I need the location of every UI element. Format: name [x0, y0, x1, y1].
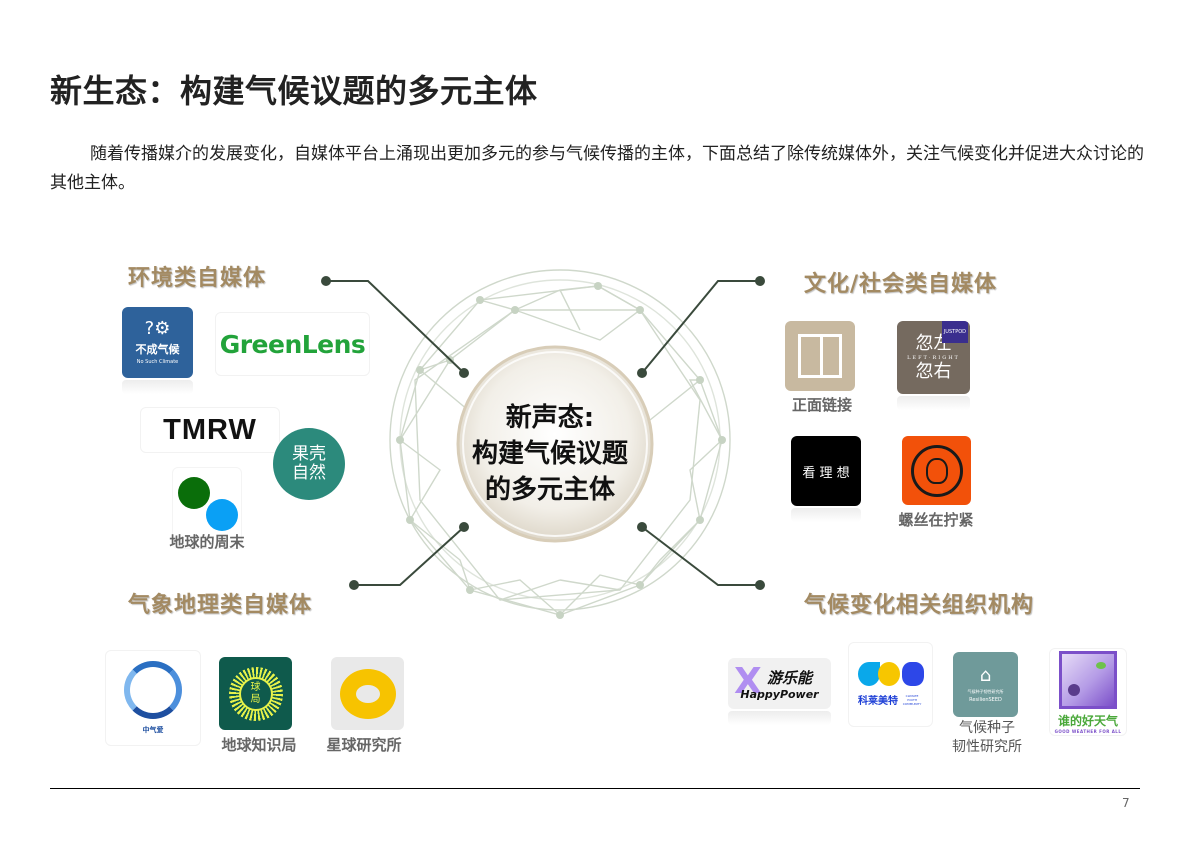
- logo-tmrw-name: TMRW: [163, 413, 257, 446]
- logo-greenlens-name: GreenLens: [219, 329, 366, 359]
- center-title-line1: 新声态:: [505, 403, 595, 433]
- blue-dot-icon: [206, 499, 238, 531]
- logo-earth-weekend-caption: 地球的周末: [169, 533, 245, 551]
- center-title-line3: 的多元主体: [484, 475, 615, 505]
- drop-sun-flower-icon: [857, 662, 924, 686]
- logo-zhong-qi-ai-name: 中气爱: [142, 726, 164, 734]
- sun-icon-text-2: 局: [250, 693, 261, 705]
- gears-icon: ?⚙: [144, 318, 171, 339]
- sun-icon: 球 局: [228, 666, 283, 721]
- portrait-icon: [910, 444, 963, 497]
- yellow-ring-icon: [339, 668, 396, 719]
- footer-divider: [50, 788, 1140, 789]
- logo-happypower-cn: 游乐能: [766, 668, 812, 687]
- sun-icon-text-1: 球: [250, 681, 261, 693]
- logo-luosi-zai-ningjin[interactable]: [902, 436, 971, 505]
- x-mark-icon: X: [734, 661, 762, 702]
- justpod-badge: JUSTPOD: [941, 321, 968, 343]
- logo-hu-zuo-hu-you[interactable]: JUSTPOD 忽左 LEFT·RIGHT 忽右: [897, 321, 970, 394]
- logo-xingqiu-yanjiusuo[interactable]: [331, 657, 404, 730]
- category-climate-organizations-label: 气候变化相关组织机构: [804, 593, 1035, 618]
- logo-resilienseed[interactable]: ⌂ 气候种子韧性研究所 ResilienSEED: [953, 652, 1018, 717]
- logo-guoke-line1: 果壳: [292, 444, 326, 464]
- logo-resilienseed-cn: 气候种子韧性研究所: [967, 688, 1004, 694]
- category-culture-social-label: 文化/社会类自媒体: [804, 272, 998, 297]
- logo-good-weather-cn: 谁的好天气: [1057, 713, 1118, 728]
- logo-resilienseed-caption-1: 气候种子: [959, 720, 1015, 736]
- category-meteorology-geography-label: 气象地理类自媒体: [128, 593, 313, 618]
- logo-resilienseed-caption: 气候种子 韧性研究所: [946, 719, 1028, 757]
- logo-resilienseed-caption-2: 韧性研究所: [952, 739, 1022, 755]
- logo-kan-lixiang[interactable]: 看 理 想: [791, 436, 861, 506]
- cube-icon: [798, 334, 842, 378]
- logo-climate-youth-en: CLIMATE YOUTH COMMUNITY: [902, 693, 922, 706]
- roof-icon: ⌂: [979, 664, 992, 686]
- logo-guoke-ziran[interactable]: 果壳 自然: [273, 428, 345, 500]
- logo-bu-cheng-qi-hou-name: 不成气候: [135, 343, 180, 356]
- logo-diqiu-zhishiju[interactable]: 球 局: [219, 657, 292, 730]
- logo-climate-youth-cn: 科莱美特: [858, 696, 898, 707]
- logo-luosi-caption: 螺丝在拧紧: [898, 511, 974, 529]
- page-number: 7: [1122, 796, 1130, 810]
- logo-huzuo-tagline: LEFT·RIGHT: [907, 354, 960, 361]
- logo-climate-youth[interactable]: 科莱美特 CLIMATE YOUTH COMMUNITY: [848, 642, 933, 727]
- logo-resilienseed-en: ResilienSEED: [969, 696, 1002, 703]
- logo-xingqiu-caption: 星球研究所: [326, 736, 402, 754]
- logo-zhong-qi-ai[interactable]: 中气爱: [105, 650, 201, 746]
- page-title: 新生态：构建气候议题的多元主体: [50, 72, 538, 110]
- logo-bu-cheng-qi-hou-subtitle: No Such Climate: [136, 359, 179, 365]
- logo-happypower-en: HappyPower: [740, 687, 819, 701]
- portrait-illustration-icon: [1059, 650, 1117, 709]
- category-environment-label: 环境类自媒体: [128, 266, 267, 291]
- logo-greenlens[interactable]: GreenLens: [215, 312, 370, 376]
- center-title-line2: 构建气候议题: [471, 439, 628, 469]
- swirl-icon: [124, 661, 182, 719]
- logo-bu-cheng-qi-hou[interactable]: ?⚙ 不成气候 No Such Climate: [122, 307, 193, 378]
- logo-good-weather-en: GOOD WEATHER FOR ALL: [1054, 728, 1122, 734]
- center-title: 新声态: 构建气候议题 的多元主体: [460, 400, 640, 508]
- logo-earth-weekend[interactable]: [172, 467, 242, 549]
- logo-kan-lixiang-name: 看 理 想: [802, 465, 850, 481]
- intro-paragraph: 随着传播媒介的发展变化，自媒体平台上涌现出更加多元的参与气候传播的主体，下面总结…: [50, 144, 1144, 193]
- logo-guoke-line2: 自然: [292, 463, 326, 483]
- logo-zhengmian-caption: 正面链接: [791, 396, 852, 414]
- logo-diqiu-zhishiju-caption: 地球知识局: [221, 736, 297, 754]
- center-disc: [456, 345, 654, 543]
- logo-zhengmian-lianjie[interactable]: [785, 321, 855, 391]
- green-dot-icon: [178, 477, 210, 509]
- logo-huzuo-line2: 忽右: [915, 360, 952, 382]
- logo-tmrw[interactable]: TMRW: [140, 407, 280, 453]
- logo-good-weather-for-all[interactable]: 谁的好天气 GOOD WEATHER FOR ALL: [1049, 648, 1127, 736]
- logo-happypower[interactable]: X 游乐能 HappyPower: [728, 658, 831, 709]
